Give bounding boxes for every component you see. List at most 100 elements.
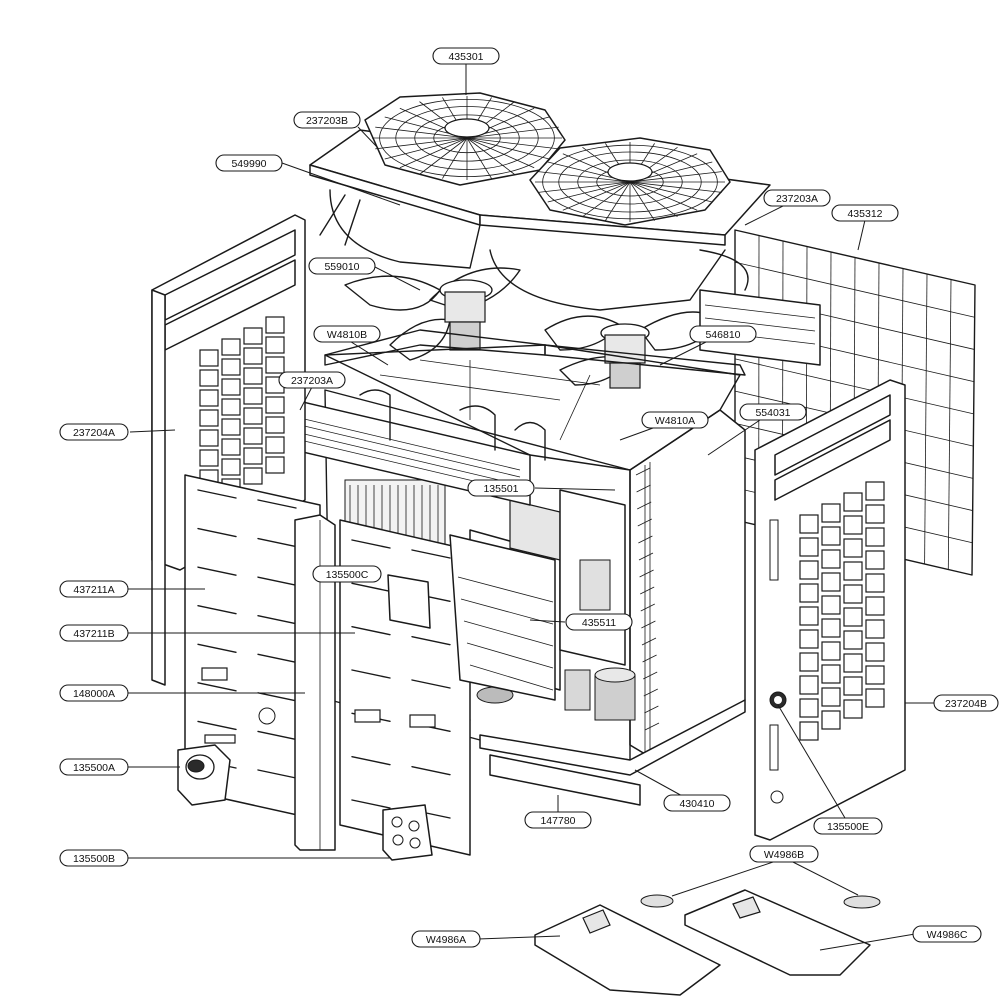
drawing-rect <box>865 550 885 570</box>
drawing-rect <box>243 347 263 365</box>
drawing-line <box>463 620 554 647</box>
callout-559010: 559010 <box>308 257 376 275</box>
right-side-panel <box>754 379 906 841</box>
drawing-rect <box>221 378 241 396</box>
drawing-line <box>734 261 975 318</box>
drawing-rect <box>221 418 241 436</box>
drawing-rect <box>221 438 241 456</box>
drawing-line <box>399 137 468 169</box>
drawing-ring <box>414 114 520 162</box>
drawing-line <box>644 705 659 714</box>
drawing-line <box>629 181 678 217</box>
drawing-line <box>460 598 554 625</box>
drawing-line <box>375 137 468 150</box>
drawing-line <box>947 279 952 570</box>
callout-text: W4810B <box>327 329 367 341</box>
drawing-line <box>643 688 658 697</box>
drawing-rect <box>243 447 263 465</box>
drawing-line <box>466 126 559 139</box>
drawing-rect <box>821 595 841 615</box>
drawing-line <box>466 137 492 179</box>
callout-text: 546810 <box>705 329 740 341</box>
drawing-line <box>257 692 297 702</box>
callout-135500A: 135500A <box>59 758 129 776</box>
drawing-rect <box>865 481 885 501</box>
drawing-rect <box>843 584 863 604</box>
drawing-rect <box>843 538 863 558</box>
drawing-rect <box>865 504 885 524</box>
drawing-line <box>538 181 631 193</box>
drawing-line <box>605 181 631 221</box>
drawing-rect <box>865 573 885 593</box>
bottom-plate-right <box>684 889 871 976</box>
callout-237203A-top: 237203A <box>763 189 831 207</box>
drawing-rect <box>265 336 285 354</box>
drawing-rect <box>821 710 841 730</box>
pipe-cover-a <box>177 744 231 806</box>
drawing-rect <box>799 606 819 626</box>
callout-135500C: 135500C <box>312 565 382 583</box>
drawing-line <box>419 359 601 386</box>
callout-text: 549990 <box>231 158 266 170</box>
drawing-rect <box>865 642 885 662</box>
drawing-rect <box>243 467 263 485</box>
callout-text: 135500A <box>73 762 115 774</box>
callout-text: 147780 <box>540 815 575 827</box>
drawing-line <box>641 620 656 629</box>
drawing-line <box>644 722 660 731</box>
drawing-rect <box>265 436 285 454</box>
drawing-line <box>469 664 554 691</box>
drawing-line <box>351 755 391 766</box>
drawing-rect <box>865 665 885 685</box>
drawing-line <box>197 566 237 576</box>
drawing-line <box>257 499 297 509</box>
callout-text: 237203A <box>776 193 818 205</box>
drawing-rect <box>821 641 841 661</box>
callout-135500B: 135500B <box>59 849 129 867</box>
drawing-ring <box>542 144 718 220</box>
drawing-rect <box>799 583 819 603</box>
drawing-rect <box>821 526 841 546</box>
fan-guard-right <box>529 137 731 226</box>
drawing-line <box>629 181 713 203</box>
drawing-line <box>734 358 974 415</box>
callout-W4986A: W4986A <box>411 930 481 948</box>
callout-text: 135501 <box>483 483 518 495</box>
drawing-line <box>257 730 297 741</box>
drawing-rect <box>243 427 263 445</box>
callout-text: 435511 <box>582 617 616 629</box>
drawing-rect <box>843 630 863 650</box>
drawing-line <box>197 605 237 615</box>
front-post <box>294 514 336 851</box>
drawing-ring <box>558 151 702 213</box>
callout-546810: 546810 <box>689 325 757 343</box>
callout-text: 437211A <box>73 584 114 596</box>
callout-135501: 135501 <box>467 479 535 497</box>
callout-135500E: 135500E <box>813 817 883 835</box>
callout-237204A: 237204A <box>59 423 129 441</box>
top-panel-and-fans <box>309 92 821 389</box>
drawing-line <box>629 181 722 193</box>
drawing-line <box>582 181 631 217</box>
callout-435511: 435511 <box>565 613 633 631</box>
drawing-line <box>411 679 451 689</box>
drawing-rect <box>799 698 819 718</box>
callout-text: 435301 <box>448 51 483 63</box>
callout-147780: 147780 <box>524 811 592 829</box>
drawing-rect <box>799 652 819 672</box>
drawing-rect <box>243 327 263 345</box>
drawing-line <box>257 769 297 779</box>
drawing-rect <box>843 676 863 696</box>
callout-W4986C: W4986C <box>912 925 982 943</box>
drawing-rect <box>265 416 285 434</box>
drawing-rect <box>243 367 263 385</box>
drawing-ring <box>379 98 555 178</box>
drawing-rect <box>821 503 841 523</box>
bottom-plate-left <box>534 904 721 996</box>
drawing-line <box>466 642 554 669</box>
drawing-line <box>379 374 561 401</box>
drawing-ring <box>395 106 539 170</box>
drawing-rect <box>821 618 841 638</box>
fan-propeller-right <box>544 311 721 389</box>
